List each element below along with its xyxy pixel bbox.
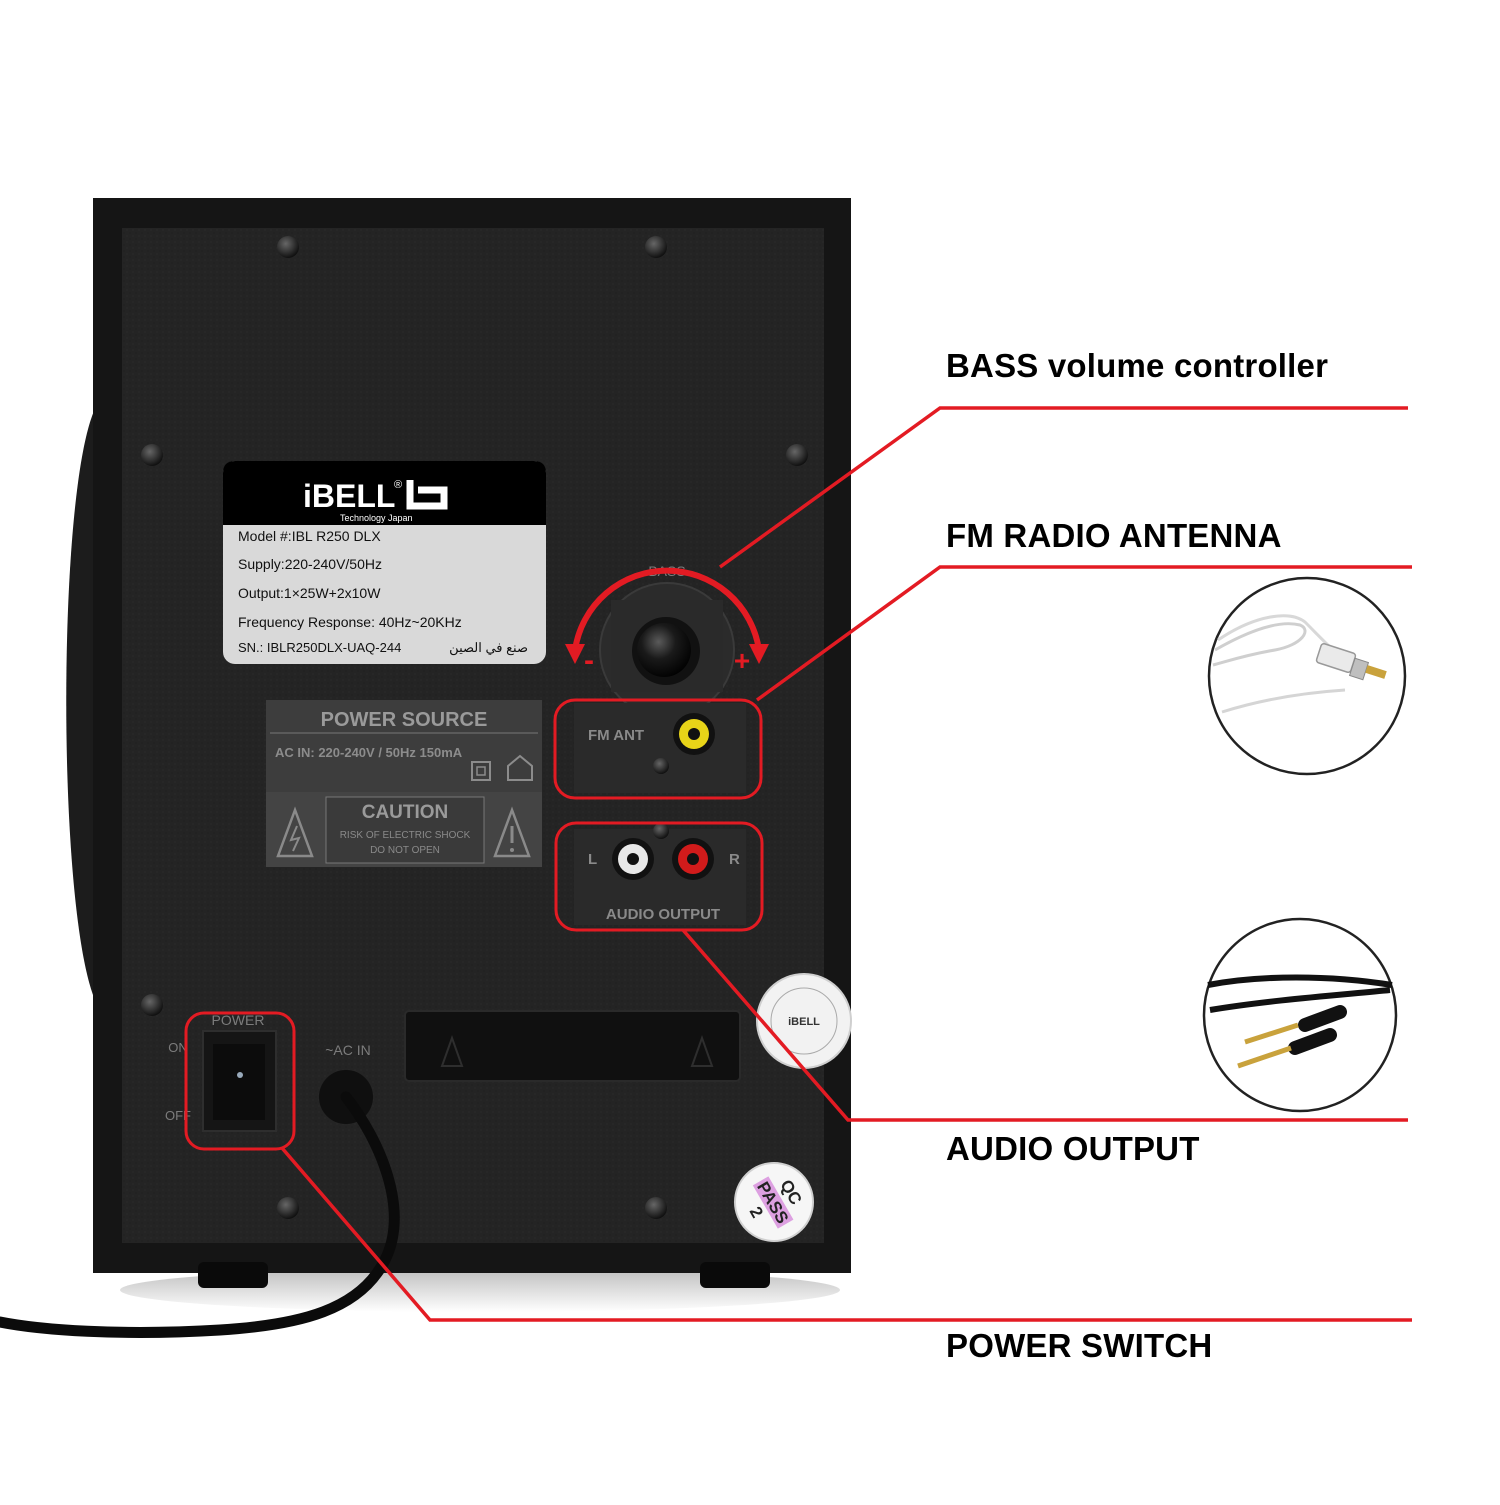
ac-input: ~AC IN <box>0 1042 400 1338</box>
floor-shadow <box>120 1268 840 1312</box>
label-made-in: صنع في الصين <box>449 640 528 656</box>
power-cable <box>0 1091 400 1338</box>
slot-cover-plate <box>404 1010 741 1082</box>
audio-output-ports: L R AUDIO OUTPUT <box>554 821 764 932</box>
power-print: POWER <box>212 1012 265 1028</box>
brand-tagline: Technology Japan <box>340 513 413 523</box>
warranty-brand: iBELL <box>788 1016 820 1028</box>
fm-leader-line <box>755 565 1412 702</box>
ac-in-print: ~AC IN <box>325 1042 371 1058</box>
power-source-box <box>266 700 542 795</box>
screws <box>141 236 808 1219</box>
power-switch-area: POWER ON OFF <box>165 1011 296 1151</box>
brand-b-icon <box>406 480 448 510</box>
side-grille <box>66 400 100 1010</box>
audio-plate <box>574 829 746 925</box>
label-output: Output:1×25W+2x10W <box>238 585 381 601</box>
spec-label: iBELL ® Technology Japan Model #:IBL R25… <box>223 461 546 664</box>
foot-right <box>700 1262 770 1288</box>
audio-leader-line <box>681 928 1408 1122</box>
screw-icon <box>141 994 163 1016</box>
power-callout-label: POWER SWITCH <box>946 1327 1213 1364</box>
double-insulation-icon <box>471 761 491 781</box>
power-source-print: POWER SOURCE AC IN: 220-240V / 50Hz 150m… <box>266 700 542 795</box>
spec-label-header <box>223 461 546 525</box>
fm-ant-print: FM ANT <box>588 727 644 744</box>
audio-output-print: AUDIO OUTPUT <box>606 906 720 923</box>
callout-lines <box>280 406 1412 1322</box>
fm-callout-label: FM RADIO ANTENNA <box>946 517 1282 554</box>
caution-print: CAUTION RISK OF ELECTRIC SHOCK DO NOT OP… <box>266 792 542 867</box>
fm-antenna-port: FM ANT <box>553 698 763 800</box>
screw-icon <box>645 236 667 258</box>
screw-icon <box>786 444 808 466</box>
power-source-spec: AC IN: 220-240V / 50Hz 150mA <box>275 745 463 760</box>
arrow-right-icon <box>749 644 769 664</box>
label-supply: Supply:220-240V/50Hz <box>238 556 382 572</box>
power-rocker-switch[interactable] <box>213 1044 265 1120</box>
screw-icon <box>653 823 669 839</box>
bass-rotation-arc <box>572 567 762 651</box>
screw-icon <box>277 1197 299 1219</box>
bass-knob[interactable] <box>637 623 691 677</box>
left-channel-print: L <box>588 851 597 868</box>
indoor-use-icon <box>507 754 533 781</box>
brand-logo-text: iBELL <box>303 478 395 514</box>
on-print: ON <box>168 1040 188 1055</box>
power-indicator-dot <box>237 1072 243 1078</box>
caution-line2: DO NOT OPEN <box>370 845 440 856</box>
screw-icon <box>141 444 163 466</box>
aux-3.5mm-cable-icon <box>1202 917 1398 1113</box>
screw-icon <box>277 236 299 258</box>
right-channel-print: R <box>729 851 740 868</box>
inset-aux <box>1202 917 1398 1113</box>
caution-line1: RISK OF ELECTRIC SHOCK <box>340 830 471 841</box>
power-source-title: POWER SOURCE <box>321 709 488 731</box>
label-model: Model #:IBL R250 DLX <box>238 528 381 544</box>
label-frequency: Frequency Response: 40Hz~20KHz <box>238 614 462 630</box>
bass-control: BASS - + <box>565 563 769 718</box>
screw-icon <box>645 1197 667 1219</box>
slot-cover <box>404 1010 741 1082</box>
qc-sticker: QC PASS 2 <box>734 1162 814 1242</box>
caution-title: CAUTION <box>362 802 449 823</box>
arrow-left-icon <box>565 644 585 664</box>
warranty-seal: iBELL <box>756 973 852 1069</box>
inset-antenna <box>1207 576 1407 776</box>
shock-warning-icon <box>276 806 314 858</box>
bass-minus-mark: - <box>584 644 594 677</box>
bass-callout-label: BASS volume controller <box>946 347 1329 384</box>
registered-mark: ® <box>394 479 402 491</box>
audio-highlight-box <box>554 821 764 932</box>
label-serial: SN.: IBLR250DLX-UAQ-244 <box>238 640 401 655</box>
bass-leader-line <box>718 406 1408 569</box>
exclamation-warning-icon <box>493 806 531 858</box>
fm-highlight-box <box>553 698 763 800</box>
foot-left <box>198 1262 268 1288</box>
bass-plus-mark: + <box>734 645 750 676</box>
rca-antenna-wire-icon <box>1207 576 1407 776</box>
fm-plate <box>574 703 746 793</box>
power-leader-line <box>280 1146 1412 1322</box>
power-highlight-box <box>184 1011 296 1151</box>
screw-icon <box>653 758 669 774</box>
audio-callout-label: AUDIO OUTPUT <box>946 1130 1200 1167</box>
